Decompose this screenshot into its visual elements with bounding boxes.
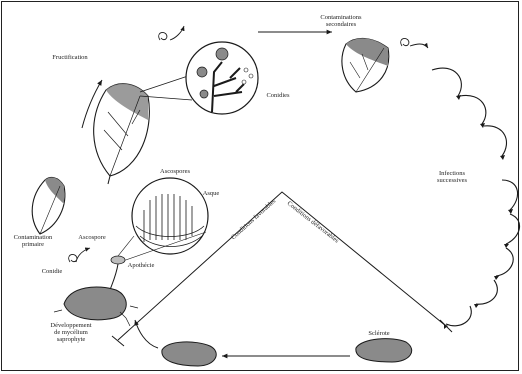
leaf-fructification [94,84,150,184]
label-apothecium: Apothécie [118,262,164,269]
label-ascospore: Ascospore [72,234,112,241]
sclerote-germinating [54,287,138,326]
sclerote-left [162,342,216,366]
label-secondary-contamination: Contaminations secondaires [306,14,376,28]
label-fructification: Fructification [40,54,100,61]
label-conidia: Conidies [258,92,298,99]
label-conidium: Conidie [34,268,70,275]
leaf-secondary-contamination [342,38,389,92]
label-successive-infections: Infections successives [420,170,484,184]
label-saprophytic-mycelium: Développement de mycélium saprophyte [36,322,106,343]
conidia-magnifier [140,42,258,114]
label-primary-contamination: Contamination primaire [2,234,64,248]
sclerote-right [356,339,412,362]
arrow-left-to-start [135,320,158,348]
label-ascus: Asque [196,190,226,197]
successive-infections-loop [432,68,520,329]
label-ascospores: Ascospores [150,168,200,175]
label-sclerote: Sclérote [354,330,404,337]
asci-magnifier [118,178,208,262]
leaf-primary-contamination [32,178,65,234]
